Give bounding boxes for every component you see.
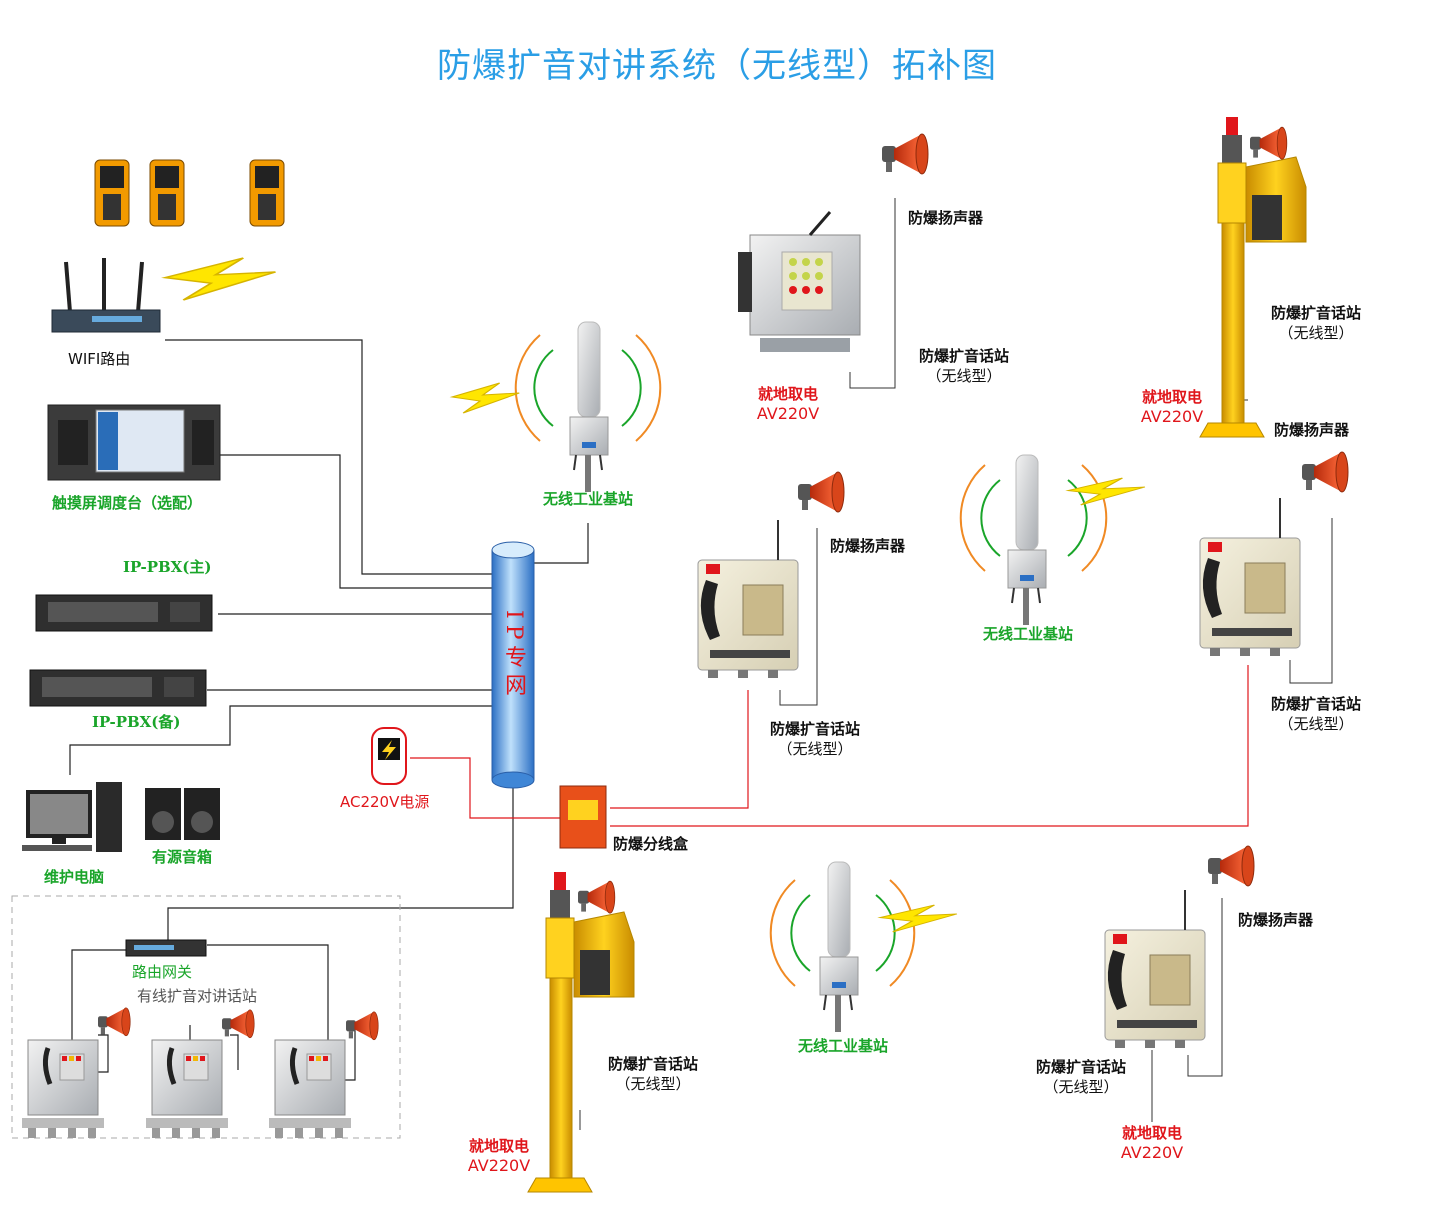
pillar-bottom-label-1: 防爆扩音话站 (607, 1055, 699, 1073)
station-bottom-right-label-1: 防爆扩音话站 (1035, 1058, 1127, 1076)
station-top-keypad-icon (738, 211, 861, 352)
power-top-label-2: AV220V (756, 404, 820, 423)
base-station-3-icon (820, 862, 858, 1032)
handset-icons (94, 159, 285, 227)
station-mid-label-2: （无线型） (777, 740, 853, 758)
pillar-bottom-icon (527, 871, 635, 1193)
station-right-label-1: 防爆扩音话站 (1270, 695, 1362, 713)
radio-waves (514, 334, 1108, 987)
speaker-mid-label: 防爆扬声器 (830, 537, 906, 555)
horn-mid-icon (797, 471, 845, 513)
ac-power-icon (371, 727, 407, 785)
wired-horn-1-icon (97, 1007, 131, 1037)
wifi-router-icon (51, 258, 161, 333)
horn-bottom-right-icon (1207, 845, 1255, 887)
gateway-label: 路由网关 (132, 963, 193, 981)
speaker-top-label: 防爆扬声器 (908, 209, 984, 227)
horn-right-icon (1301, 451, 1349, 493)
pillar-right-label-1: 防爆扩音话站 (1270, 304, 1362, 322)
powered-speaker-icon (145, 788, 220, 840)
maintenance-pc-label: 维护电脑 (44, 868, 105, 886)
wired-group-frame (11, 895, 401, 1139)
pbx-main-icon (35, 594, 213, 632)
base-station-1-label: 无线工业基站 (542, 490, 634, 508)
ip-network-label: IP专网 (501, 610, 526, 702)
horn-pillar-bottom-icon (577, 880, 616, 914)
wireless-bolt-icon (163, 256, 277, 302)
station-bottom-right-label-2: （无线型） (1043, 1078, 1119, 1096)
wired-horn-2-icon (221, 1009, 255, 1039)
wired-station-2-icon (146, 1040, 228, 1138)
base-station-2-icon (1008, 455, 1046, 625)
horn-top-icon (881, 133, 929, 175)
power-lines (410, 665, 1249, 827)
station-bottom-right-icon (1104, 889, 1206, 1049)
pbx-backup-icon (29, 669, 207, 707)
pillar-bottom-power-1: 就地取电 (468, 1137, 530, 1155)
bolt-bs2-icon (1067, 477, 1146, 506)
power-bottom-right-1: 就地取电 (1121, 1124, 1183, 1142)
speaker-bottom-right-label: 防爆扬声器 (1238, 911, 1314, 929)
router-gateway-icon (125, 939, 207, 957)
page-title: 防爆扩音对讲系统（无线型）拓补图 (437, 46, 997, 86)
pbx-backup-label: IP-PBX(备) (92, 713, 181, 731)
pbx-main-label: IP-PBX(主) (123, 558, 212, 576)
base-station-2-label: 无线工业基站 (982, 625, 1074, 643)
pillar-right-power-2: AV220V (1140, 407, 1204, 426)
station-right-icon (1199, 497, 1301, 657)
base-station-1-icon (570, 322, 608, 492)
pillar-right-icon (1199, 116, 1307, 438)
power-top-label-1: 就地取电 (757, 385, 819, 403)
device-leader-lines (579, 198, 1333, 1130)
pillar-right-power-1: 就地取电 (1141, 388, 1203, 406)
touch-console-icon (47, 404, 221, 481)
horn-pillar-right-icon (1249, 126, 1288, 160)
junction-box-label: 防爆分线盒 (613, 835, 689, 853)
station-mid-icon (697, 519, 799, 679)
pillar-bottom-power-2: AV220V (467, 1156, 531, 1175)
maintenance-pc-icon (22, 782, 122, 852)
bolt-bs1-icon (451, 382, 520, 414)
wired-station-1-icon (22, 1040, 104, 1138)
wired-horn-3-icon (345, 1011, 379, 1041)
ip-network-pipe (491, 541, 535, 789)
speaker-right-label: 防爆扬声器 (1274, 421, 1350, 439)
bolt-bs3-icon (879, 904, 958, 933)
station-mid-label-1: 防爆扩音话站 (769, 720, 861, 738)
wifi-router-label: WIFI路由 (68, 350, 131, 368)
wired-stations-label: 有线扩音对讲话站 (137, 987, 258, 1005)
base-station-3-label: 无线工业基站 (797, 1037, 889, 1055)
pillar-bottom-label-2: （无线型） (615, 1075, 691, 1093)
ac-power-label: AC220V电源 (340, 793, 430, 811)
touch-console-label: 触摸屏调度台（选配） (52, 494, 203, 512)
station-top-label-2: （无线型） (926, 367, 1002, 385)
powered-speaker-label: 有源音箱 (152, 848, 213, 866)
station-top-label-1: 防爆扩音话站 (918, 347, 1010, 365)
power-bottom-right-2: AV220V (1120, 1143, 1184, 1162)
station-right-label-2: （无线型） (1278, 715, 1354, 733)
wired-station-3-icon (269, 1040, 351, 1138)
pillar-right-label-2: （无线型） (1278, 324, 1354, 342)
junction-box-icon (559, 785, 607, 849)
